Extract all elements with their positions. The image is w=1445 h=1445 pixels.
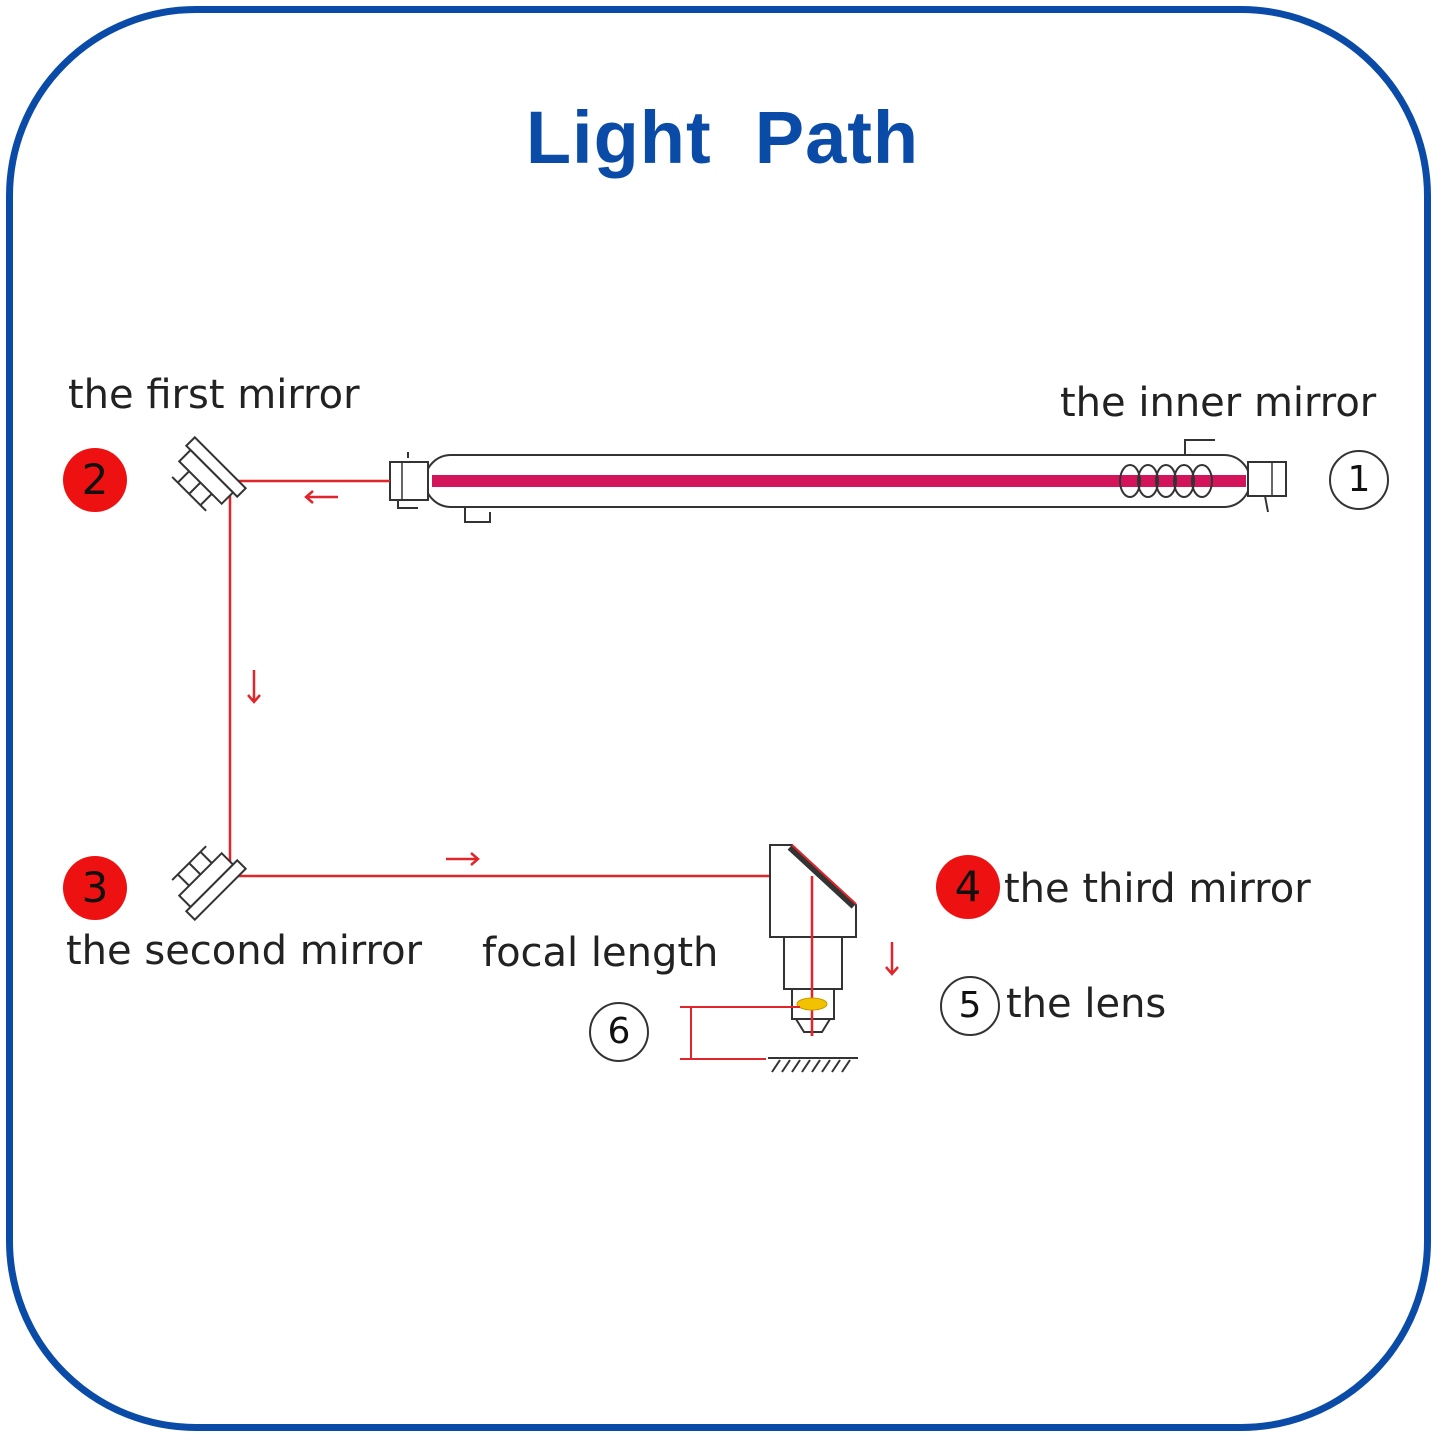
rounded-frame	[6, 6, 1431, 1431]
arrow-down-icon	[247, 670, 261, 704]
label-third-mirror: the third mirror	[1004, 866, 1311, 912]
focal-length-dimension	[680, 1006, 800, 1060]
label-lens: the lens	[1006, 981, 1167, 1027]
workpiece-surface	[768, 1057, 858, 1073]
first-mirror-icon	[171, 435, 248, 512]
page-title: Light Path	[525, 96, 920, 179]
arrow-down-icon	[885, 942, 899, 976]
marker-4: 4	[936, 855, 1000, 919]
second-mirror-icon	[171, 845, 248, 922]
marker-3: 3	[63, 856, 127, 920]
label-focal-length: focal length	[482, 930, 719, 976]
third-mirror-icon	[787, 844, 857, 909]
label-second-mirror: the second mirror	[66, 928, 423, 974]
marker-5: 5	[940, 976, 1000, 1036]
lens-icon	[796, 997, 828, 1011]
label-first-mirror: the first mirror	[68, 372, 360, 418]
tube-coil	[1119, 464, 1213, 498]
marker-6: 6	[589, 1002, 649, 1062]
arrow-right-icon	[446, 852, 480, 866]
arrow-left-icon	[304, 490, 338, 504]
laser-tube	[389, 439, 1287, 523]
marker-2: 2	[63, 448, 127, 512]
marker-1: 1	[1329, 450, 1389, 510]
label-inner-mirror: the inner mirror	[1060, 380, 1377, 426]
